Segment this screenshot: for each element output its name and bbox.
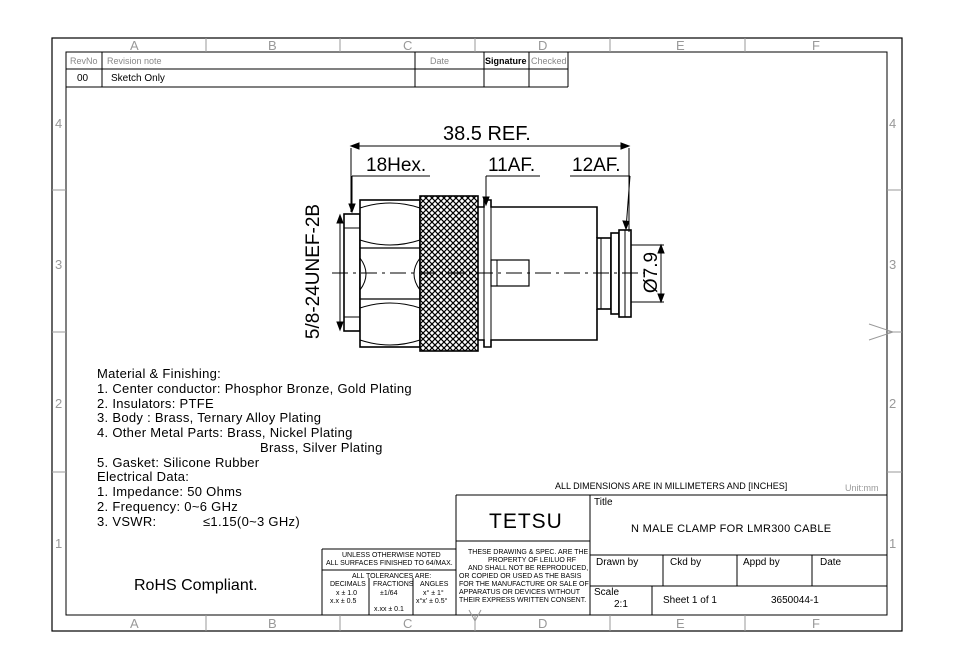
disclaimer-line: OR COPIED OR USED AS THE BASIS [459,573,582,580]
signature-header: Signature [485,56,527,66]
outer-frame [51,37,903,632]
date-label: Date [820,557,842,568]
zone-col-label: F [812,38,820,53]
drawing-title: N MALE CLAMP FOR LMR300 CABLE [631,523,832,535]
tolerance-value: x° ± 1° [423,590,444,597]
note-line: 1. Impedance: 50 Ohms [97,484,243,499]
scale-value: 2:1 [614,599,628,610]
rev-header: RevNo [70,56,98,66]
zone-col-label: E [676,38,685,53]
title-block-lines [321,494,887,615]
tolerance-value: ±1/64 [380,590,398,597]
tolerance-col-decimals: DECIMALS [330,581,366,588]
zone-row-label: 2 [889,396,897,411]
zone-col-label: A [130,38,139,53]
zone-row-label: 3 [55,257,63,272]
approved-by-label: Appd by [743,557,780,568]
zone-col-label: A [130,616,139,631]
hex-dimension: 18Hex. [366,155,427,176]
zone-col-label: D [538,616,548,631]
tolerance-note: UNLESS OTHERWISE NOTED [342,552,441,559]
tolerance-value: x°x' ± 0.5° [416,598,448,605]
note-line: 5. Gasket: Silicone Rubber [97,455,260,470]
zone-row-label: 1 [55,536,63,551]
zone-col-label: B [268,616,277,631]
tolerance-value: x ± 1.0 [336,590,357,597]
scale-label: Scale [594,587,620,598]
af-dimension-1: 11AF. [488,155,536,176]
tolerance-col-angles: ANGLES [420,581,449,588]
date-header: Date [430,56,450,66]
zone-row-label: 4 [55,116,63,131]
note-line: ≤1.15(0~3 GHz) [203,514,300,529]
dimension-lines [336,142,665,332]
dimensions-note: ALL DIMENSIONS ARE IN MILLIMETERS AND [I… [555,481,788,491]
thread-dimension: 5/8-24UNEF-2B [303,203,325,340]
tolerance-value: x.xx ± 0.1 [374,606,404,613]
unit-label: Unit:mm [845,483,879,493]
zone-col-label: C [403,38,413,53]
disclaimer-line: APPARATUS OR DEVICES WITHOUT [459,589,581,596]
part-number: 3650044-1 [771,595,819,606]
zone-row-label: 2 [55,396,63,411]
sheet-number: Sheet 1 of 1 [663,595,717,606]
company-name: TETSU [489,510,563,533]
disclaimer-line: PROPERTY OF LEILUO RF [488,557,577,564]
rohs-statement: RoHS Compliant. [134,577,258,594]
zone-col-label: B [268,38,277,53]
checked-by-label: Ckd by [670,557,702,568]
revision-table-lines [66,52,569,88]
zone-col-label: F [812,616,820,631]
title-label: Title [594,497,613,508]
tolerance-value: x.x ± 0.5 [330,598,357,605]
zone-col-label: C [403,616,413,631]
zone-row-label: 4 [889,116,897,131]
zone-row-label: 1 [889,536,897,551]
note-line: 1. Center conductor: Phosphor Bronze, Go… [97,381,412,396]
revision-note: Sketch Only [111,73,165,84]
note-line: 2. Insulators: PTFE [97,396,214,411]
drawn-by-label: Drawn by [596,557,639,568]
disclaimer-line: THEIR EXPRESS WRITTEN CONSENT. [459,597,587,604]
checked-header: Checked [531,56,567,66]
zone-col-label: D [538,38,548,53]
note-line: 3. VSWR: [97,514,157,529]
zone-row-label: 3 [889,257,897,272]
rev-number: 00 [77,73,89,84]
revision-note-header: Revision note [107,56,162,66]
material-heading: Material & Finishing: [97,366,222,381]
note-line: 4. Other Metal Parts: Brass, Nickel Plat… [97,425,353,440]
overall-length-dimension: 38.5 REF. [443,123,531,145]
disclaimer-line: THESE DRAWING & SPEC. ARE THE [468,549,589,556]
tolerance-col-fractions: FRACTIONS [373,581,414,588]
electrical-heading: Electrical Data: [97,469,190,484]
disclaimer-line: FOR THE MANUFACTURE OR SALE OF [459,581,589,588]
af-dimension-2: 12AF. [572,155,621,176]
note-line: 3. Body : Brass, Ternary Alloy Plating [97,410,322,425]
disclaimer-line: AND SHALL NOT BE REPRODUCED, [468,565,589,572]
tolerance-note: ALL SURFACES FINISHED TO 64/MAX. [326,560,453,567]
tolerance-note: ALL TOLERANCES ARE: [352,573,432,580]
centering-marks [468,323,902,623]
note-line: Brass, Silver Plating [260,440,383,455]
zone-col-label: E [676,616,685,631]
note-line: 2. Frequency: 0~6 GHz [97,499,239,514]
diameter-dimension: Ø7.9 [641,251,663,294]
